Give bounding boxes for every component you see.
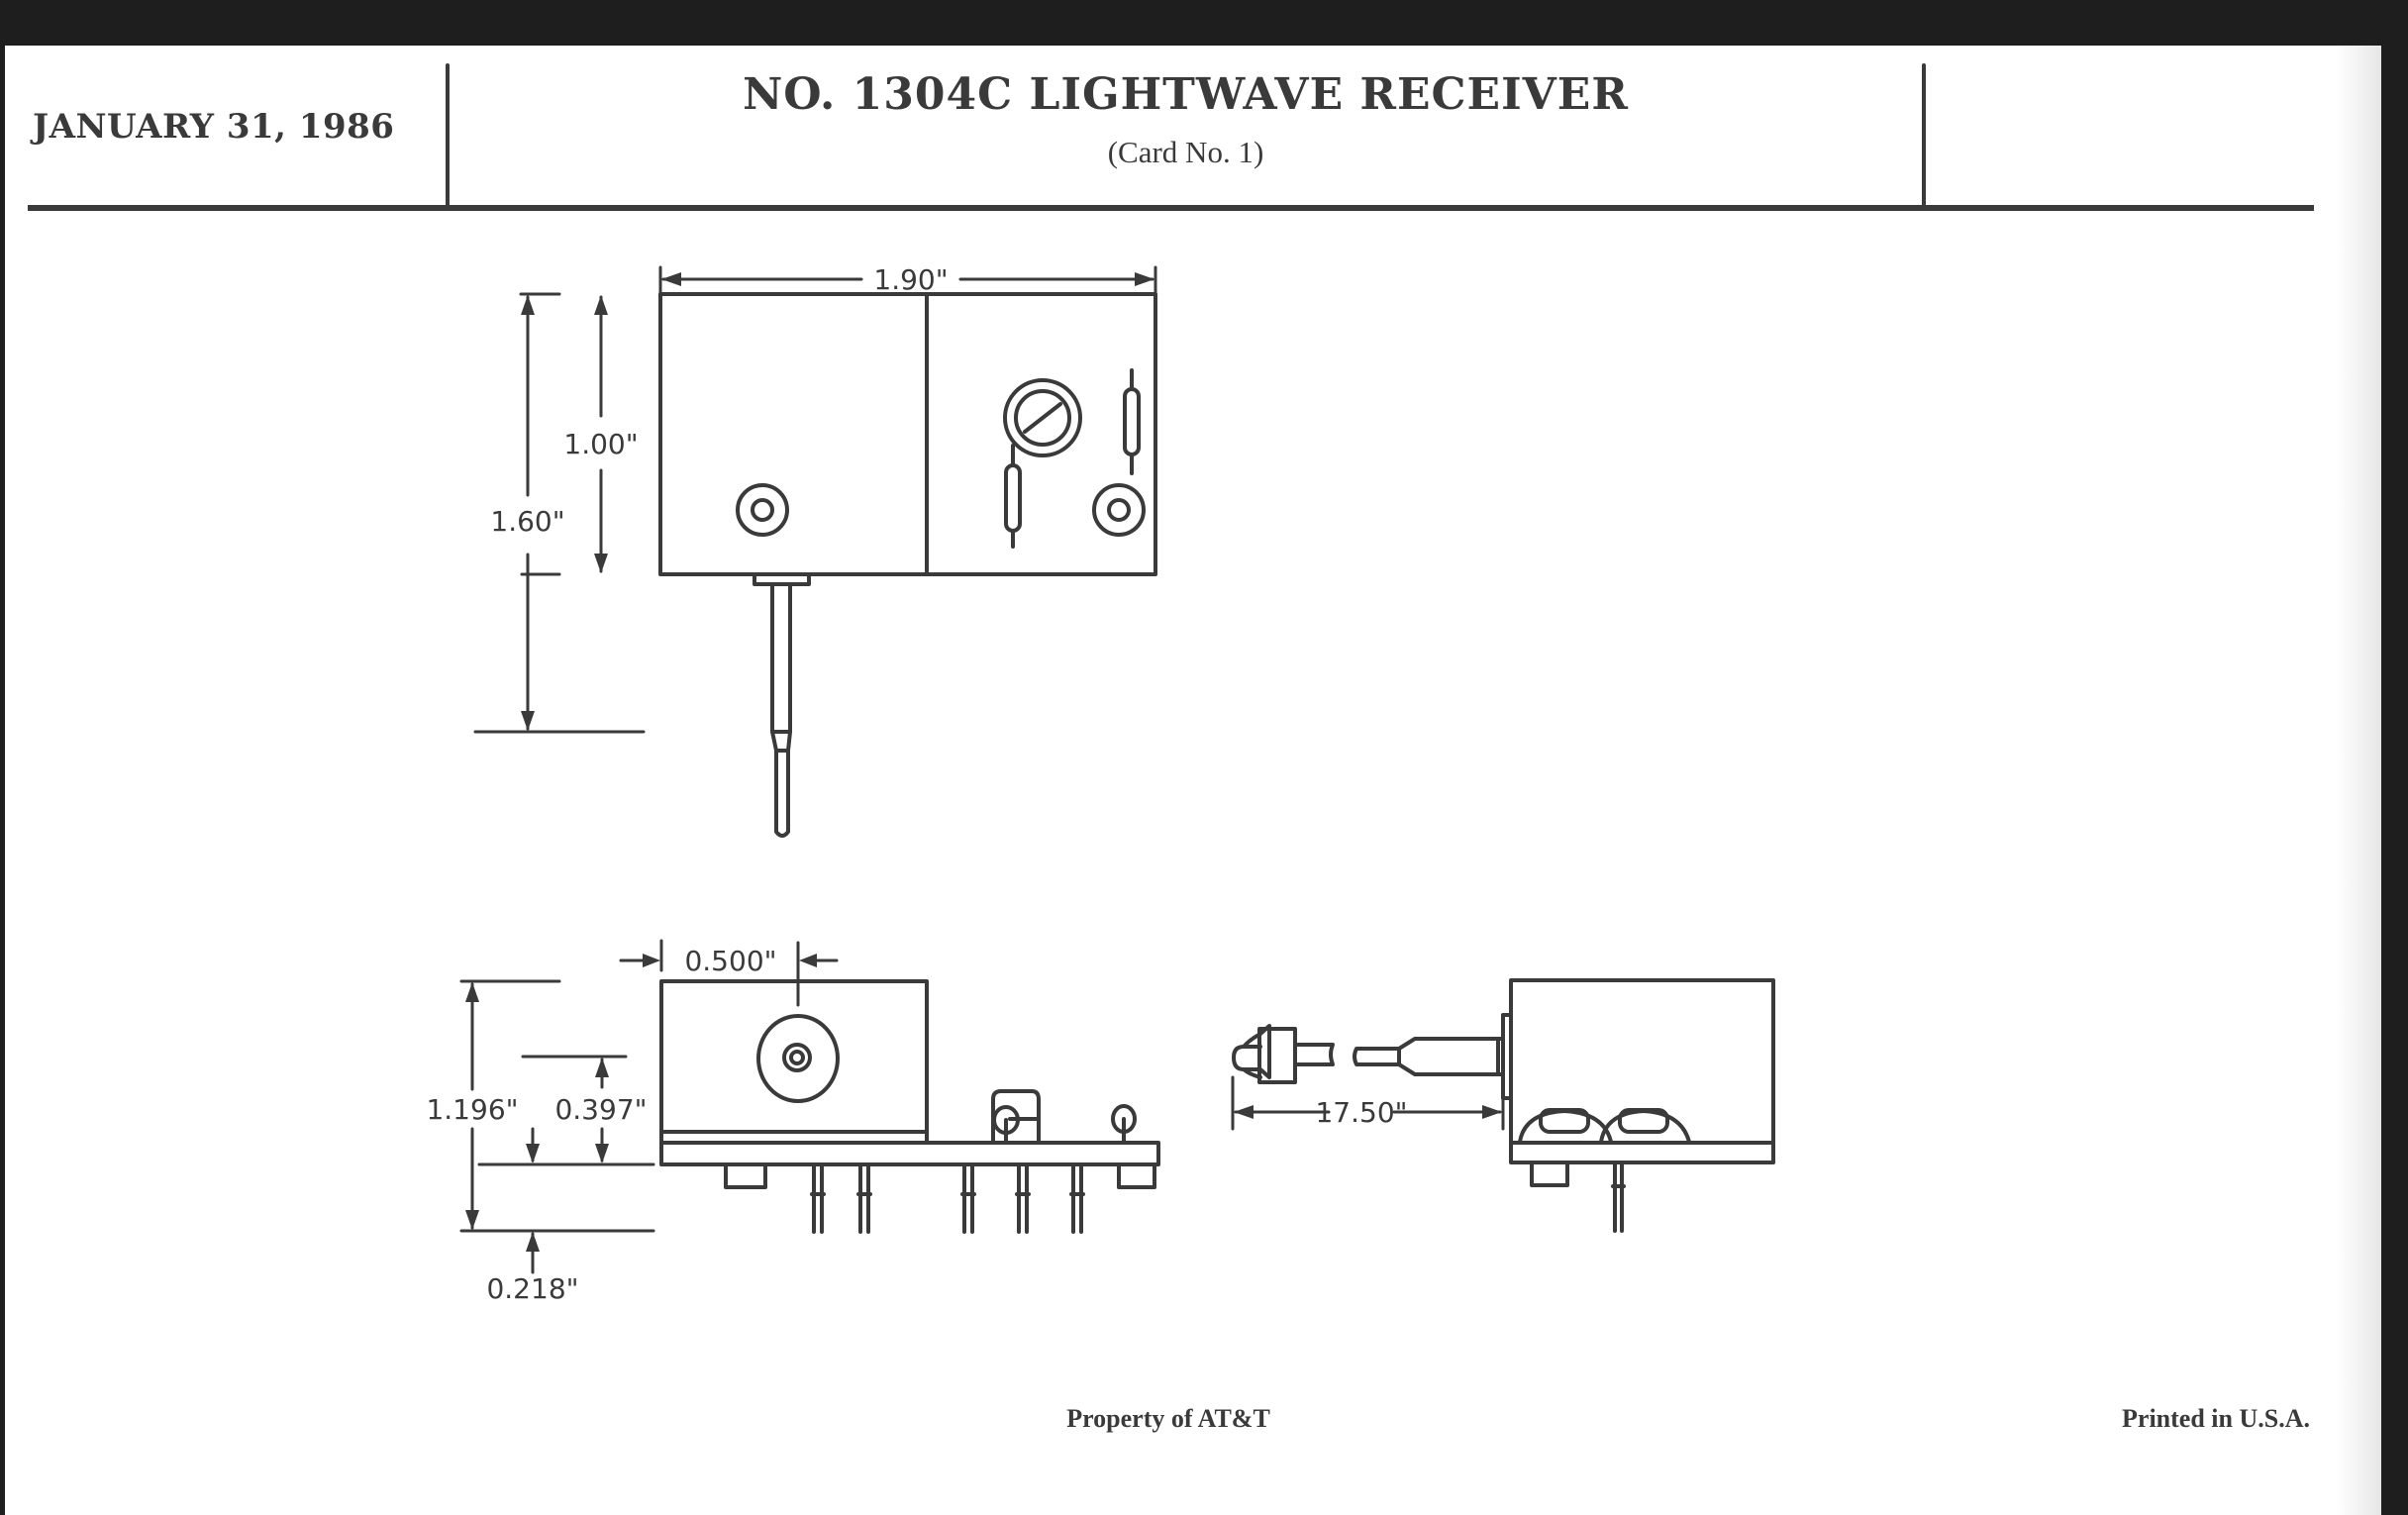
jack-icon [736,483,789,537]
dimension-offset [619,939,839,1007]
jack-icon [1092,483,1146,537]
front-view: 0.500" 1.196" 0.397" 0.218" [426,939,1160,1305]
footer-property: Property of AT&T [1066,1404,1270,1433]
component-icon [1599,1108,1691,1144]
component-icon [991,1089,1041,1144]
fiber-pigtail [752,572,811,838]
resistor-icon [1123,368,1141,475]
component-icon [1111,1104,1137,1144]
component-icon [1518,1108,1613,1144]
dimension-total-height-label: 1.60" [490,505,564,538]
dimension-pin-length-label: 0.218" [486,1272,578,1305]
side-view-body [1509,978,1775,1164]
paper-edge-shading [2337,46,2381,1515]
top-view: 1.90" 1.00" 1.60" [473,263,1157,838]
dimension-width [658,265,1157,294]
resistor-icon [1004,444,1022,549]
dimension-offset-label: 0.500" [684,945,776,977]
fiber-cable [1353,1037,1500,1076]
pins [810,1162,1085,1234]
dimension-body-height-label: 1.00" [563,428,638,460]
side-view: 17.50" [1231,978,1775,1233]
dimension-front-height-label: 1.196" [426,1093,518,1126]
document-card [5,46,2381,1515]
document-title: NO. 1304C LIGHTWAVE RECEIVER [743,69,1629,120]
dimension-center-height-label: 0.397" [554,1093,647,1126]
dimension-cable-length [1231,1075,1505,1131]
optical-connector-icon [756,1014,840,1103]
circuit-board [659,1141,1160,1166]
dimension-pin-length [526,1232,540,1274]
fiber-connector-plug [1232,1024,1271,1079]
connector-ferrule [1257,1027,1297,1084]
footer-printed: Printed in U.S.A. [2122,1404,2310,1433]
dimension-body-height [519,292,608,576]
dimension-total-height [473,295,646,734]
front-view-housing [659,979,929,1146]
dimension-width-label: 1.90" [873,263,948,296]
dimension-cable-length-label: 17.50" [1315,1096,1407,1129]
potentiometer-icon [1003,378,1082,457]
dimension-center-height [477,1055,655,1166]
top-view-body [658,292,1157,576]
header-rules [28,63,2314,211]
document-subtitle: (Card No. 1) [1107,135,1264,169]
dimension-front-height [459,979,655,1233]
document-date: JANUARY 31, 1986 [33,107,395,147]
